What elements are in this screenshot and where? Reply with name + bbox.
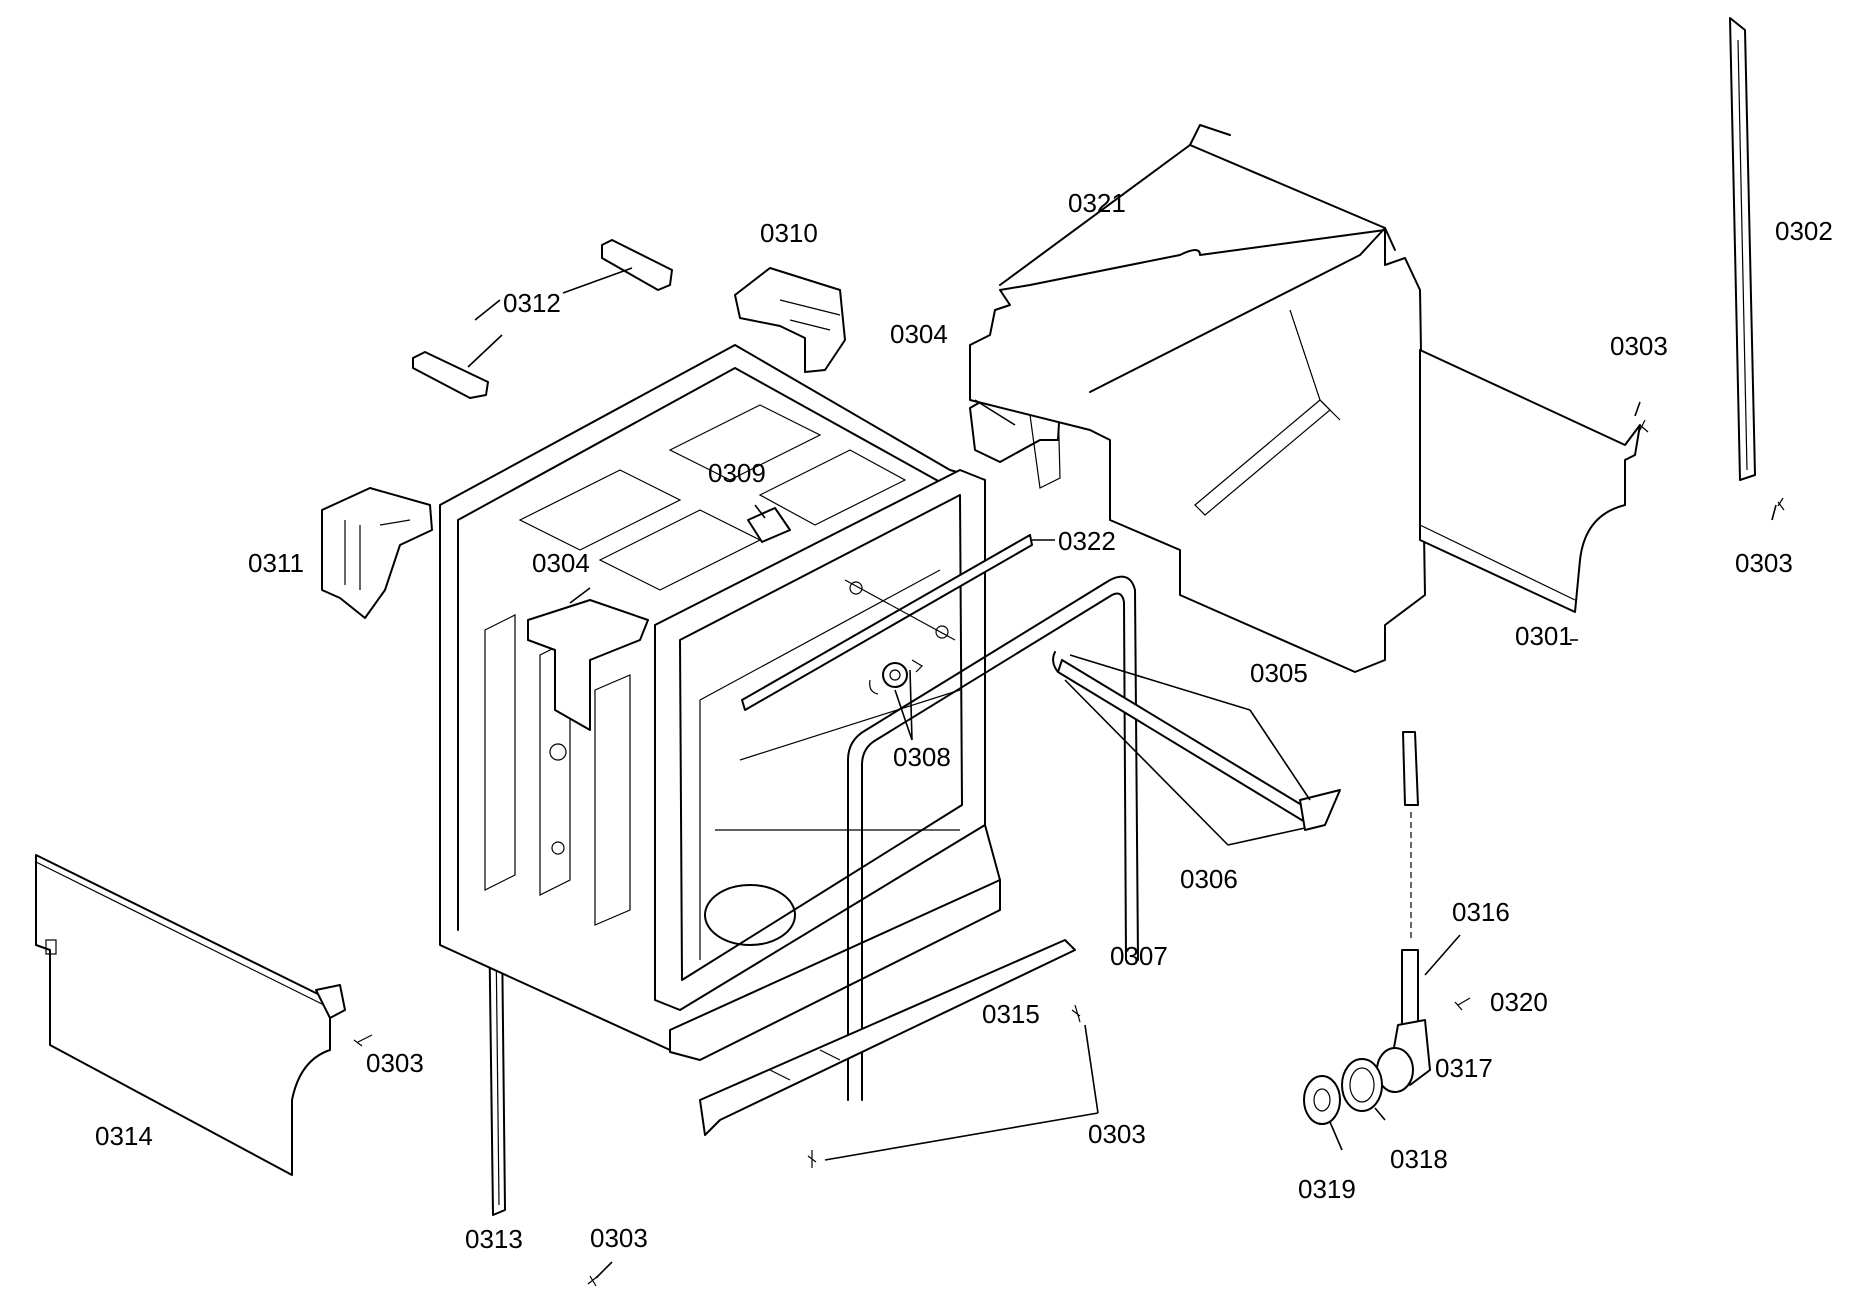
- screws: [353, 419, 1785, 1287]
- part-0312-plate-upper: [601, 239, 673, 291]
- part-0310-hinge-assembly: [734, 267, 846, 373]
- label-0308: 0308: [893, 742, 951, 772]
- label-0307: 0307: [1110, 941, 1168, 971]
- part-0321-insulation: [969, 124, 1426, 673]
- label-0303-top-right: 0303: [1610, 331, 1668, 361]
- part-0314-side-panel: [35, 854, 346, 1176]
- leader-lines: [467, 267, 1777, 1279]
- label-0318: 0318: [1390, 1144, 1448, 1174]
- label-0322: 0322: [1058, 526, 1116, 556]
- part-0307-door-seal: [847, 575, 1139, 1101]
- label-0304-right: 0304: [890, 319, 948, 349]
- label-0321: 0321: [1068, 188, 1126, 218]
- part-0315-kick-rail: [699, 939, 1076, 1136]
- label-0316: 0316: [1452, 897, 1510, 927]
- part-0309-clip: [747, 507, 791, 543]
- label-0319: 0319: [1298, 1174, 1356, 1204]
- label-0317: 0317: [1435, 1053, 1493, 1083]
- label-0303-right: 0303: [1735, 548, 1793, 578]
- part-0311-hinge-assembly: [321, 487, 433, 619]
- label-0301: 0301: [1515, 621, 1573, 651]
- label-0302: 0302: [1775, 216, 1833, 246]
- part-0308-fittings: [869, 659, 923, 695]
- label-0310: 0310: [760, 218, 818, 248]
- label-0304-left: 0304: [532, 548, 590, 578]
- part-tub-body: [439, 344, 1001, 1061]
- part-0316-drain-hose: [1401, 731, 1419, 1036]
- part-labels: 0301 0302 0303 0303 0303 0303 0303 0304 …: [95, 188, 1833, 1254]
- label-0303-left-panel: 0303: [366, 1048, 424, 1078]
- part-0318-seal-ring: [1341, 1058, 1383, 1112]
- part-0322-rail: [741, 534, 1033, 711]
- part-0317-elbow: [1376, 1019, 1431, 1093]
- label-0312: 0312: [503, 288, 561, 318]
- label-0303-bottom-center: 0303: [1088, 1119, 1146, 1149]
- part-0304-bracket-left: [527, 599, 649, 731]
- label-0306: 0306: [1180, 864, 1238, 894]
- part-0302-vertical-strip: [1729, 17, 1756, 481]
- label-0311: 0311: [248, 548, 304, 578]
- label-0309: 0309: [708, 458, 766, 488]
- label-0315: 0315: [982, 999, 1040, 1029]
- label-0313: 0313: [465, 1224, 523, 1254]
- part-0319-cap: [1303, 1075, 1341, 1125]
- label-0303-bottom: 0303: [590, 1223, 648, 1253]
- part-0301-side-panel: [1419, 349, 1641, 613]
- label-0314: 0314: [95, 1121, 153, 1151]
- part-0312-plate-lower: [412, 351, 489, 399]
- label-0305: 0305: [1250, 658, 1308, 688]
- part-0305-counterweight-arm: [1052, 651, 1341, 831]
- label-0320: 0320: [1490, 987, 1548, 1017]
